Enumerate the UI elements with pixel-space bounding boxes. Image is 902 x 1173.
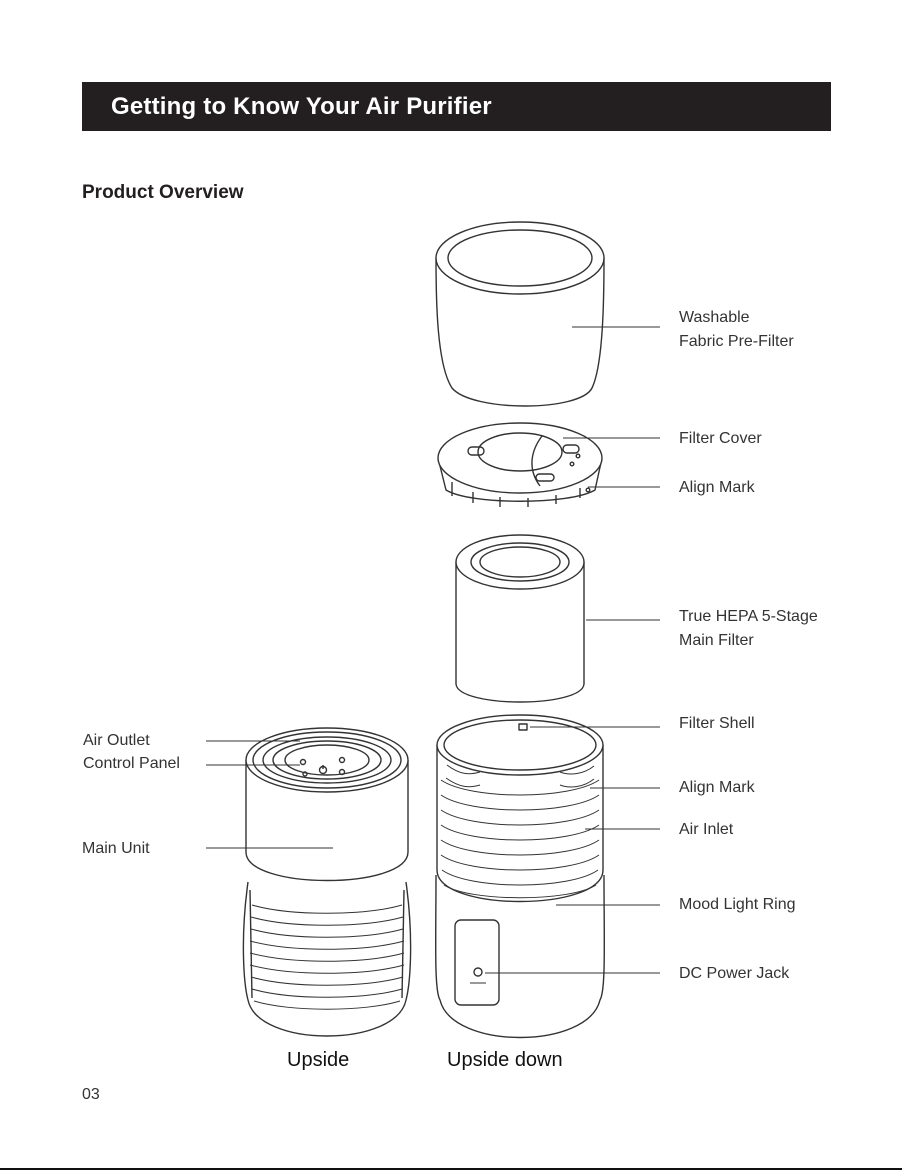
hepa-filter-illustration (456, 535, 584, 702)
label-dc-power-jack: DC Power Jack (679, 962, 789, 986)
pre-filter-illustration (436, 222, 604, 406)
label-align-mark-shell: Align Mark (679, 776, 755, 800)
caption-upside-down: Upside down (447, 1049, 563, 1072)
main-unit-upside-illustration (243, 728, 410, 1036)
label-hepa-filter: True HEPA 5-Stage Main Filter (679, 605, 818, 653)
label-align-mark-cover: Align Mark (679, 476, 755, 500)
label-pre-filter-line1: Washable (679, 306, 794, 330)
label-pre-filter-line2: Fabric Pre-Filter (679, 330, 794, 354)
label-hepa-line2: Main Filter (679, 629, 818, 653)
label-air-outlet: Air Outlet (83, 729, 150, 753)
label-control-panel: Control Panel (83, 752, 180, 776)
label-filter-shell: Filter Shell (679, 712, 755, 736)
label-pre-filter: Washable Fabric Pre-Filter (679, 306, 794, 354)
label-mood-light-ring: Mood Light Ring (679, 893, 796, 917)
label-main-unit: Main Unit (82, 837, 150, 861)
label-air-inlet: Air Inlet (679, 818, 733, 842)
caption-upside: Upside (287, 1049, 349, 1072)
bottom-rule (0, 1168, 902, 1170)
label-filter-cover: Filter Cover (679, 427, 762, 451)
main-unit-upside-down-illustration (436, 715, 605, 1038)
page-number: 03 (82, 1086, 100, 1104)
label-hepa-line1: True HEPA 5-Stage (679, 605, 818, 629)
filter-cover-illustration (438, 423, 602, 507)
